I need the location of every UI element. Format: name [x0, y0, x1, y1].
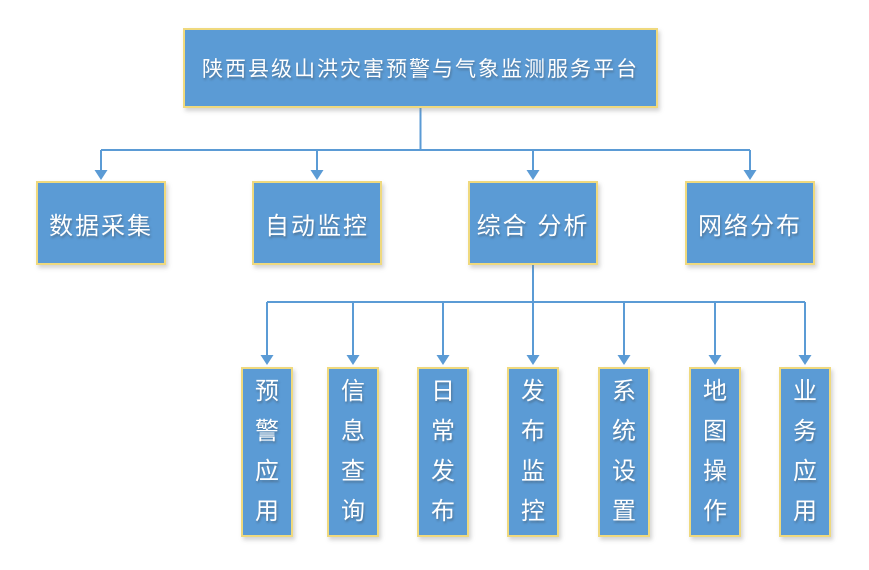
- arrowhead-l2-2: [526, 170, 540, 180]
- node-release-monitoring-label: 发布监控: [521, 378, 545, 525]
- arrowhead-l3-4: [617, 355, 631, 365]
- node-warning-application-label: 预警应用: [255, 378, 279, 525]
- node-network-distribution: 网络分布: [685, 181, 815, 265]
- node-warning-application: 预警应用: [241, 367, 293, 537]
- arrowhead-l3-5: [708, 355, 722, 365]
- node-business-application-label: 业务应用: [793, 378, 817, 525]
- node-daily-release: 日常发布: [417, 367, 469, 537]
- node-comprehensive-analysis: 综合 分析: [468, 181, 598, 265]
- node-platform-root-label: 陕西县级山洪灾害预警与气象监测服务平台: [202, 58, 639, 81]
- node-system-settings-label: 系统设置: [612, 378, 636, 525]
- arrowhead-l3-3: [526, 355, 540, 365]
- arrowhead-l2-3: [743, 170, 757, 180]
- node-auto-monitoring: 自动监控: [252, 181, 382, 265]
- node-business-application: 业务应用: [779, 367, 831, 537]
- node-data-collection-label: 数据采集: [49, 212, 153, 240]
- node-release-monitoring: 发布监控: [507, 367, 559, 537]
- node-map-operation: 地图操作: [689, 367, 741, 537]
- node-network-distribution-label: 网络分布: [698, 212, 802, 240]
- arrowhead-l2-0: [94, 170, 108, 180]
- node-map-operation-label: 地图操作: [703, 378, 727, 525]
- arrowhead-l3-6: [798, 355, 812, 365]
- arrowhead-l3-1: [346, 355, 360, 365]
- node-platform-root: 陕西县级山洪灾害预警与气象监测服务平台: [183, 28, 658, 108]
- node-comprehensive-analysis-label: 综合 分析: [476, 212, 590, 240]
- node-info-query: 信息查询: [327, 367, 379, 537]
- arrowhead-l3-2: [436, 355, 450, 365]
- node-system-settings: 系统设置: [598, 367, 650, 537]
- node-info-query-label: 信息查询: [341, 378, 365, 525]
- arrowhead-l3-0: [260, 355, 274, 365]
- arrowhead-l2-1: [310, 170, 324, 180]
- node-auto-monitoring-label: 自动监控: [265, 212, 369, 240]
- node-data-collection: 数据采集: [36, 181, 166, 265]
- node-daily-release-label: 日常发布: [431, 378, 455, 525]
